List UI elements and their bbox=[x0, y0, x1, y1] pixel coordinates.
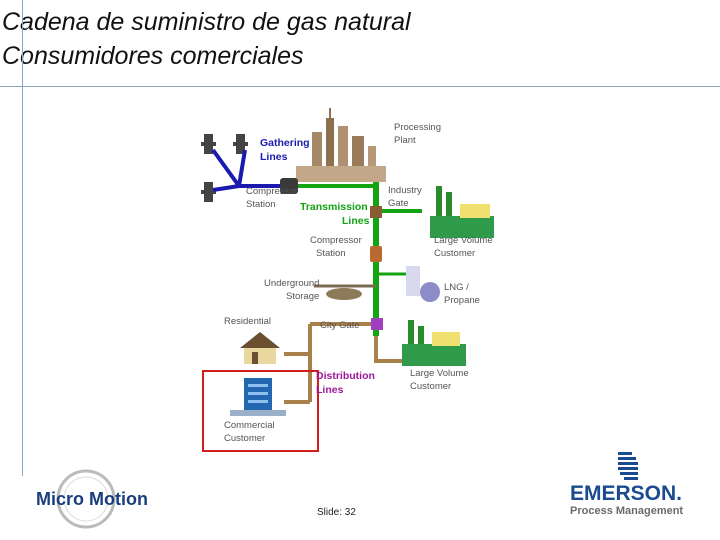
wellhead-icons bbox=[201, 134, 248, 202]
compressor-top-label-2: Station bbox=[246, 199, 276, 210]
residential-label: Residential bbox=[224, 316, 271, 327]
emerson-logo: EMERSON. Process Management bbox=[570, 452, 683, 517]
transmission-label-2: Lines bbox=[342, 215, 370, 227]
gathering-label-2: Lines bbox=[260, 151, 288, 163]
large-volume-bottom-label-1: Large Volume bbox=[410, 368, 469, 379]
underground-label-1: Underground bbox=[264, 278, 319, 289]
large-volume-customer-bottom-icon bbox=[402, 320, 466, 366]
processing-label-2: Plant bbox=[394, 135, 416, 146]
processing-label-1: Processing bbox=[394, 122, 441, 133]
page-subtitle: Consumidores comerciales bbox=[2, 42, 304, 70]
micro-motion-wordmark: Micro Motion bbox=[36, 489, 148, 509]
micro-motion-logo: Micro Motion bbox=[36, 469, 148, 529]
commercial-label-2: Customer bbox=[224, 433, 265, 444]
compressor-station-top-icon bbox=[280, 178, 376, 194]
distribution-label-2: Lines bbox=[316, 384, 344, 396]
residential-house-icon bbox=[240, 332, 280, 364]
compressor-station-mid-icon bbox=[370, 246, 382, 262]
commercial-building-icon bbox=[230, 378, 286, 416]
transmission-label-1: Transmission bbox=[300, 201, 368, 213]
industry-gate-label-1: Industry bbox=[388, 185, 422, 196]
compressor-mid-label-2: Station bbox=[316, 248, 346, 259]
distribution-lines bbox=[284, 322, 412, 404]
large-volume-top-label-1: Large Volume bbox=[434, 235, 493, 246]
industry-gate-valve bbox=[370, 206, 382, 218]
commercial-label-1: Commercial bbox=[224, 420, 275, 431]
emerson-wordmark: EMERSON. bbox=[570, 482, 682, 505]
slide-number: Slide: 32 bbox=[317, 507, 356, 518]
industry-gate-label-2: Gate bbox=[388, 198, 409, 209]
commercial-highlight-box bbox=[202, 370, 319, 452]
city-gate-valve bbox=[371, 318, 383, 330]
processing-plant-icon bbox=[296, 108, 386, 182]
underground-storage-icon bbox=[314, 284, 376, 300]
lng-label-2: Propane bbox=[444, 295, 480, 306]
vertical-divider bbox=[22, 0, 23, 476]
large-volume-bottom-label-2: Customer bbox=[410, 381, 451, 392]
distribution-label-1: Distribution bbox=[316, 370, 375, 382]
large-volume-customer-top-icon bbox=[430, 186, 494, 238]
gathering-label-1: Gathering bbox=[260, 137, 310, 149]
lng-propane-icon bbox=[376, 266, 440, 302]
horizontal-divider bbox=[0, 86, 720, 87]
compressor-top-label-1: Compressor bbox=[246, 186, 298, 197]
city-gate-label: City Gate bbox=[320, 320, 360, 331]
compressor-mid-label-1: Compressor bbox=[310, 235, 362, 246]
underground-label-2: Storage bbox=[286, 291, 319, 302]
page-title: Cadena de suministro de gas natural bbox=[2, 8, 411, 36]
gathering-lines bbox=[211, 148, 284, 192]
supply-chain-diagram: Gathering Lines Processing Plant Compres… bbox=[201, 108, 494, 452]
large-volume-top-label-2: Customer bbox=[434, 248, 475, 259]
lng-label-1: LNG / bbox=[444, 282, 469, 293]
process-management-wordmark: Process Management bbox=[570, 505, 683, 517]
